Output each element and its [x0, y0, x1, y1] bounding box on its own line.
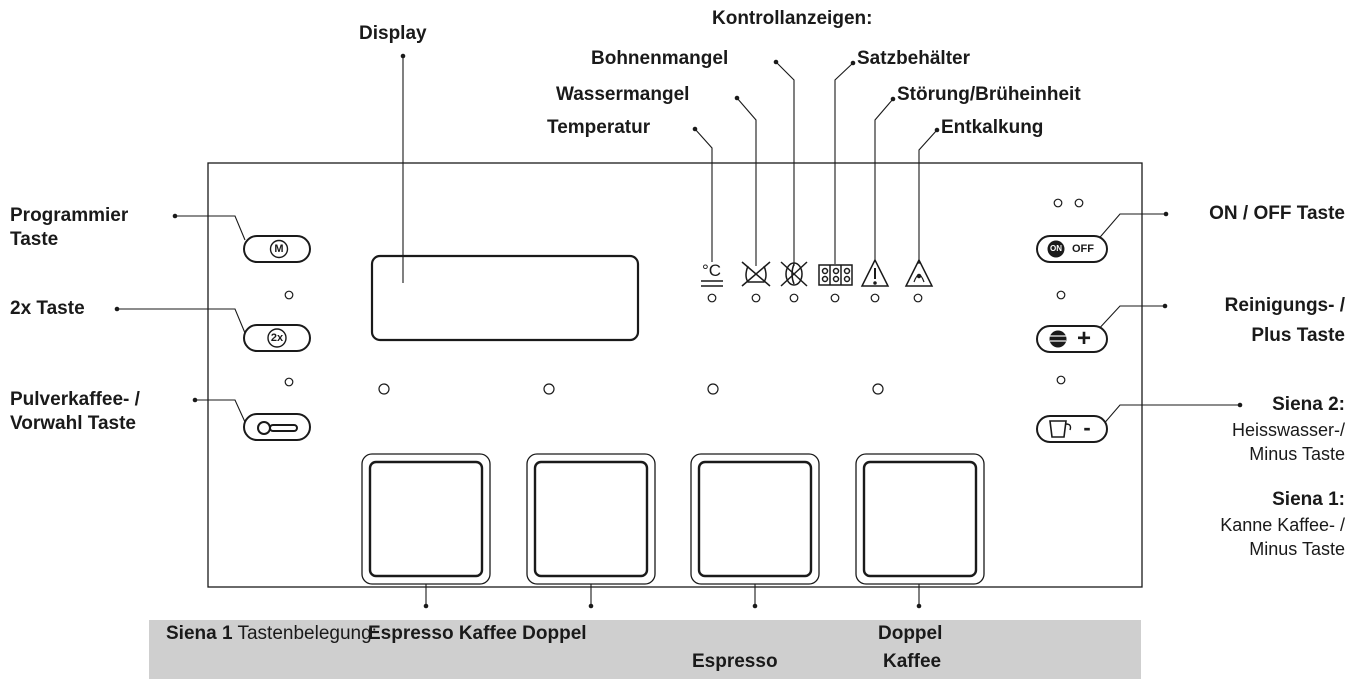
- twox-button[interactable]: [243, 324, 311, 352]
- display-label: Display: [359, 23, 427, 44]
- water-empty-icon: [741, 261, 771, 287]
- siena2-minus-label: Minus Taste: [1249, 444, 1345, 464]
- kanne-kaffee-label: Kanne Kaffee- /: [1220, 515, 1345, 535]
- legend-kaffee: Kaffee: [883, 651, 942, 672]
- satzbehaelter-label: Satzbehälter: [857, 48, 970, 69]
- grounds-container-icon: [818, 264, 853, 286]
- doppel-kaffee-big-button[interactable]: [855, 453, 985, 585]
- temperatur-label: Temperatur: [547, 117, 651, 138]
- legend-title: Siena 1 Tastenbelegung:: [166, 622, 377, 646]
- onoff-button[interactable]: [1036, 235, 1108, 263]
- off-glyph: OFF: [1072, 243, 1094, 255]
- vorwahl-taste-label: Vorwahl Taste: [10, 413, 136, 434]
- kontrollanzeigen-label: Kontrollanzeigen:: [712, 8, 873, 29]
- siena1-label: Siena 1:: [1272, 489, 1345, 510]
- svg-text:°C: °C: [702, 261, 721, 280]
- on-glyph: ON: [1050, 244, 1062, 253]
- reinigung-plus-button[interactable]: [1036, 325, 1108, 353]
- indicator-leds: [284, 198, 1084, 395]
- legend-bar: [149, 620, 1141, 679]
- legend-siena1: Siena 1: [166, 623, 233, 644]
- onoff-label: ON / OFF Taste: [1209, 203, 1345, 224]
- programmier-button[interactable]: [243, 235, 311, 263]
- programmier-label: Programmier: [10, 205, 129, 226]
- legend-espresso-kaffee-doppel: Espresso Kaffee Doppel: [368, 623, 587, 644]
- display-screen: [370, 254, 640, 342]
- legend-tastenbelegung: Tastenbelegung:: [237, 623, 377, 644]
- doppel-espresso-big-button[interactable]: [690, 453, 820, 585]
- thermometer-icon: °C: [701, 261, 723, 287]
- wassermangel-label: Wassermangel: [556, 84, 690, 105]
- minus-glyph: -: [1083, 415, 1091, 440]
- plus-glyph: +: [1076, 325, 1091, 352]
- twox-glyph: 2x: [270, 332, 284, 344]
- warning-icon: [860, 258, 890, 287]
- beans-empty-icon: [780, 261, 808, 287]
- heisswasser-minus-button[interactable]: [1036, 415, 1108, 443]
- legend-espresso: Espresso: [692, 651, 778, 672]
- legend-doppel: Doppel: [878, 623, 943, 644]
- siena2-label: Siena 2:: [1272, 394, 1345, 415]
- bohnenmangel-label: Bohnenmangel: [591, 48, 729, 69]
- heisswasser-label: Heisswasser-/: [1231, 420, 1345, 440]
- descale-icon: [904, 258, 934, 287]
- panel-outline: [207, 162, 1143, 588]
- siena1-minus-label: Minus Taste: [1249, 539, 1345, 559]
- pulverkaffee-label: Pulverkaffee- /: [10, 389, 140, 410]
- espresso-big-button[interactable]: [361, 453, 491, 585]
- cleaning-icon: [1049, 330, 1067, 348]
- scoop-icon: [257, 421, 298, 435]
- programmier-taste-label: Taste: [10, 229, 59, 250]
- stoerung-label: Störung/Brüheinheit: [897, 84, 1081, 105]
- entkalkung-label: Entkalkung: [941, 117, 1044, 138]
- m-glyph: M: [274, 243, 284, 255]
- reinigung-label: Reinigungs- /: [1224, 295, 1345, 316]
- cup-icon: [1049, 420, 1072, 438]
- zweifach-label: 2x Taste: [10, 298, 85, 319]
- plus-taste-label: Plus Taste: [1251, 325, 1345, 346]
- pulverkaffee-button[interactable]: [243, 413, 311, 441]
- callout-dots: [114, 53, 1243, 609]
- kaffee-big-button[interactable]: [526, 453, 656, 585]
